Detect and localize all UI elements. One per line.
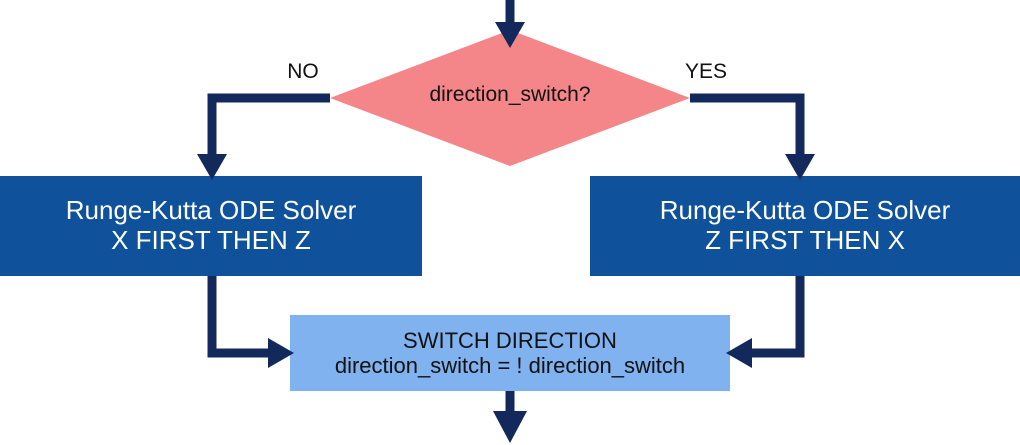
arrowhead-exit-icon [493,411,527,443]
arrowhead-no-icon [197,154,227,180]
arrowhead-left-into-switch-icon [268,338,294,368]
edge-label-yes: YES [666,60,746,84]
connector-yes-branch [690,93,805,164]
connector-no-branch [207,93,330,164]
edge-label-no-text: NO [287,60,319,83]
solver-right-box [590,176,1020,276]
solver-left-box [0,176,422,276]
connector-right-to-switch [742,276,805,358]
switch-direction-box [290,315,730,391]
connector-left-to-switch [207,276,278,358]
edge-label-yes-text: YES [684,60,728,83]
arrowhead-entry-icon [495,22,525,48]
decision-diamond [330,30,690,166]
arrowhead-right-into-switch-icon [726,338,752,368]
edge-label-no: NO [268,60,338,84]
arrowhead-yes-icon [785,154,815,180]
